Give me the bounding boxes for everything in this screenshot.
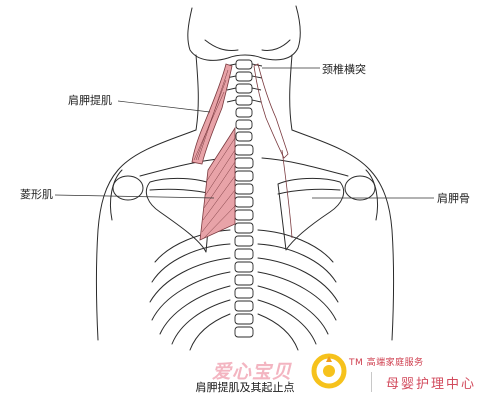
arm-left <box>109 169 123 221</box>
watermark-center-name: 母婴护理中心 <box>386 377 477 392</box>
label-rhomboid: 菱形肌 <box>20 188 53 201</box>
humeral-head-right <box>344 175 376 201</box>
sun-logo-icon <box>311 353 347 389</box>
rhomboid-fibers <box>201 137 236 239</box>
levator-fibers <box>193 69 229 161</box>
watermark-divider <box>371 372 372 392</box>
scapula-left <box>145 177 213 253</box>
head-outline <box>187 5 301 61</box>
shoulder-right <box>291 129 394 341</box>
figure-caption: 肩胛提肌及其起止点 <box>195 381 295 394</box>
spinal-column <box>234 59 254 338</box>
scapula-left-spine <box>149 188 213 195</box>
right-levator-outline <box>281 149 293 239</box>
leader-levator <box>117 100 211 113</box>
neck-left <box>195 54 199 131</box>
label-levator-scapulae: 肩胛提肌 <box>68 94 112 107</box>
label-scapula: 肩胛骨 <box>437 192 470 205</box>
arm-right <box>365 169 379 221</box>
watermark-brand: 爱心宝贝 <box>212 361 293 383</box>
scapula-right <box>277 177 345 251</box>
scapula-right-spine <box>277 188 341 195</box>
shoulder-left <box>96 129 197 341</box>
watermark-tagline: TM 高端家庭服务 <box>349 358 424 368</box>
neck-right <box>289 54 293 131</box>
leader-lines <box>54 67 434 199</box>
levator-scapulae-muscle <box>191 63 289 165</box>
label-transverse-process: 颈椎横突 <box>322 63 366 76</box>
leader-rhomboid <box>54 194 215 199</box>
clavicle-right <box>261 157 349 177</box>
humeral-head-left <box>112 175 144 201</box>
jaw-shading <box>204 39 291 51</box>
ribcage <box>149 229 339 351</box>
